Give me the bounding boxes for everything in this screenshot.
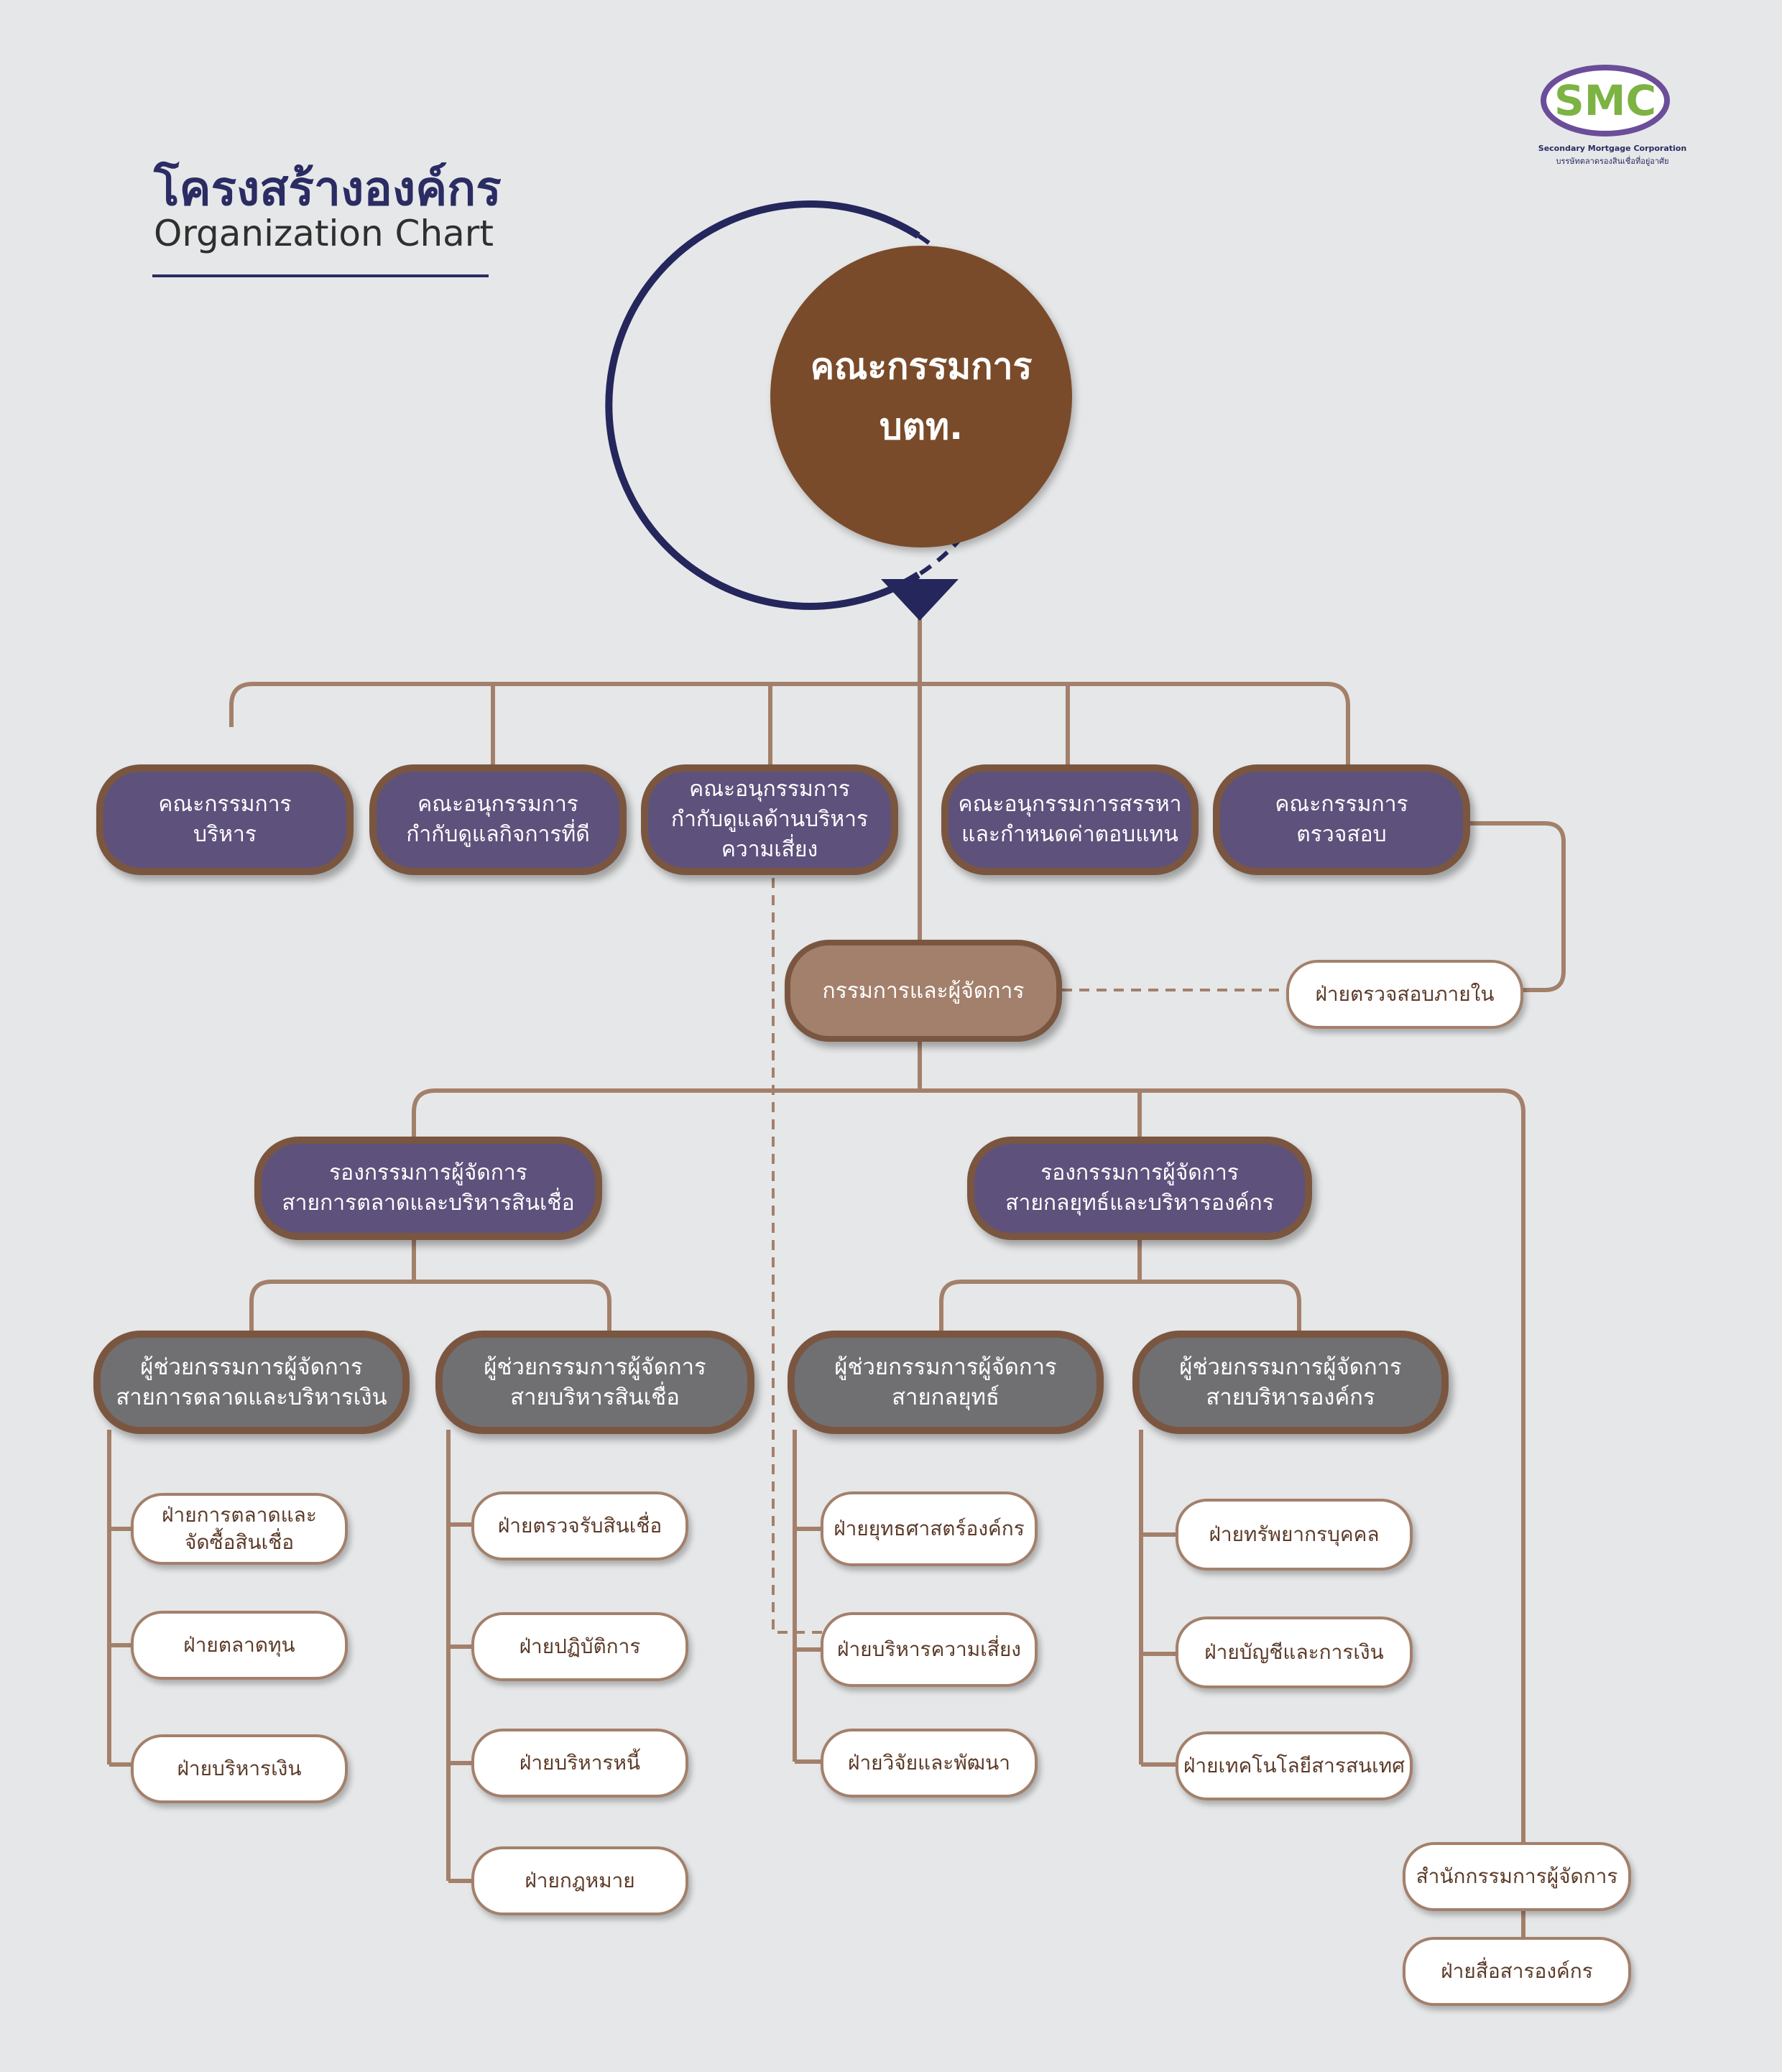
logo-ellipse — [1541, 65, 1670, 137]
dept-corporate-strategy: ฝ่ายยุทธศาสตร์องค์กร — [821, 1491, 1038, 1566]
rail-credit — [446, 1430, 474, 1883]
left-assistant-bus — [249, 1236, 611, 1333]
assistant-strategy: ผู้ช่วยกรรมการผู้จัดการ สายกลยุทธ์ — [788, 1331, 1104, 1434]
audit-link-line — [1466, 821, 1566, 992]
assistant-marketing-finance: ผู้ช่วยกรรมการผู้จัดการ สายการตลาดและบริ… — [93, 1331, 410, 1434]
president-box: กรรมการและผู้จัดการ — [785, 940, 1062, 1042]
smc-logo: SMC Secondary Mortgage Corporation บรรษั… — [1538, 65, 1686, 166]
page-title: โครงสร้างองค์กร — [154, 161, 502, 216]
rail-organization — [1139, 1430, 1178, 1767]
page-subtitle: Organization Chart — [154, 213, 494, 254]
dept-accounting-finance: ฝ่ายบัญชีและการเงิน — [1176, 1617, 1413, 1688]
committee-drop-lines — [491, 684, 1070, 767]
internal-audit-box: ฝ่ายตรวจสอบภายใน — [1286, 960, 1523, 1029]
executive-committee: คณะกรรมการ บริหาร — [96, 764, 354, 875]
assistant-organization: ผู้ช่วยกรรมการผู้จัดการ สายบริหารองค์กร — [1132, 1331, 1449, 1434]
dept-debt-management: ฝ่ายบริหารหนี้ — [471, 1729, 688, 1798]
audit-committee: คณะกรรมการ ตรวจสอบ — [1213, 764, 1470, 875]
rail-marketing-finance — [107, 1430, 134, 1767]
deputy-strategy-organization: รองกรรมการผู้จัดการ สายกลยุทธ์และบริหารอ… — [967, 1137, 1312, 1240]
logo-name-th: บรรษัทตลาดรองสินเชื่อที่อยู่อาศัย — [1556, 155, 1669, 166]
dept-capital-markets: ฝ่ายตลาดทุน — [131, 1611, 348, 1680]
assistant-credit: ผู้ช่วยกรรมการผู้จัดการ สายบริหารสินเชื่… — [435, 1331, 754, 1434]
logo-mark: SMC — [1554, 76, 1656, 125]
dept-treasury: ฝ่ายบริหารเงิน — [131, 1734, 348, 1803]
nomination-remuneration-subcommittee: คณะอนุกรรมการสรรหา และกำหนดค่าตอบแทน — [941, 764, 1199, 875]
dept-human-resources: ฝ่ายทรัพยากรบุคคล — [1176, 1499, 1413, 1571]
title-underline — [152, 274, 489, 277]
dept-legal: ฝ่ายกฎหมาย — [471, 1846, 688, 1915]
risk-dashed-line — [772, 878, 823, 1634]
logo-name-en: Secondary Mortgage Corporation — [1538, 144, 1686, 153]
dept-operations: ฝ่ายปฏิบัติการ — [471, 1612, 688, 1681]
committee-bus-line — [229, 682, 1350, 767]
risk-management-subcommittee: คณะอนุกรรมการ กำกับดูแลด้านบริหาร ความเส… — [641, 764, 898, 875]
deputy-bus-line — [412, 1088, 1525, 1848]
board-ring-solid — [605, 200, 920, 610]
rail-strategy — [793, 1430, 823, 1764]
dept-research-development: ฝ่ายวิจัยและพัฒนา — [821, 1729, 1038, 1798]
board-of-directors: คณะกรรมการ บตท. — [770, 246, 1072, 547]
board-arrow — [881, 579, 959, 621]
office-of-president: สำนักกรรมการผู้จัดการ — [1403, 1842, 1631, 1911]
dept-information-technology: ฝ่ายเทคโนโลยีสารสนเทศ — [1176, 1731, 1413, 1800]
dept-loan-acceptance: ฝ่ายตรวจรับสินเชื่อ — [471, 1491, 688, 1560]
dept-marketing-loan-purchase: ฝ่ายการตลาดและ จัดซื้อสินเชื่อ — [131, 1493, 348, 1565]
dept-corporate-communications: ฝ่ายสื่อสารองค์กร — [1403, 1937, 1631, 2006]
deputy-marketing-credit: รองกรรมการผู้จัดการ สายการตลาดและบริหารส… — [254, 1137, 602, 1240]
right-assistant-bus — [939, 1236, 1301, 1333]
dept-risk-management: ฝ่ายบริหารความเสี่ยง — [821, 1612, 1038, 1687]
good-governance-subcommittee: คณะอนุกรรมการ กำกับดูแลกิจการที่ดี — [369, 764, 627, 875]
